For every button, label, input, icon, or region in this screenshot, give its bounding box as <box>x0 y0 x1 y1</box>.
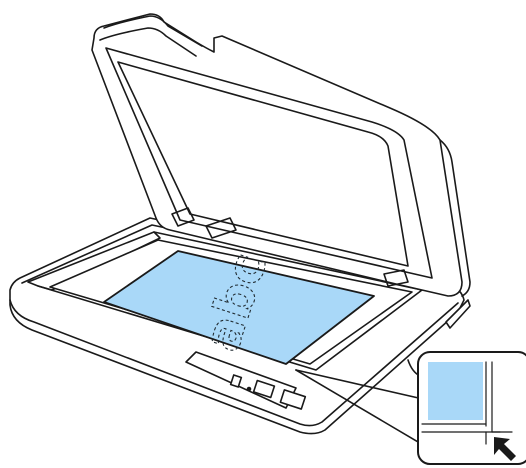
document-corner-detail <box>428 362 483 420</box>
corner-callout <box>418 352 526 464</box>
status-light <box>248 388 251 391</box>
